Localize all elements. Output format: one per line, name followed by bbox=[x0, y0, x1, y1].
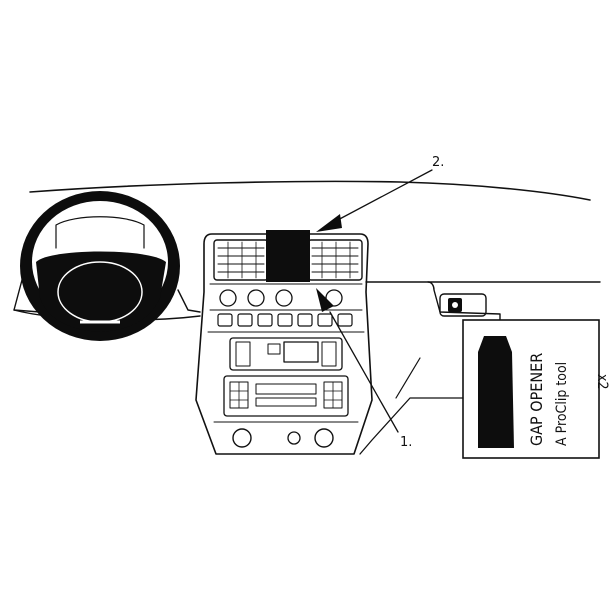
display-unit bbox=[229, 337, 343, 371]
door-switch bbox=[439, 293, 487, 317]
quantity-label: x2 bbox=[594, 374, 610, 389]
callout-2-line bbox=[333, 169, 433, 223]
gap-opener-subtitle: A ProClip tool bbox=[554, 362, 570, 446]
control-knobs-row bbox=[209, 283, 363, 311]
gap-opener-tool-icon bbox=[478, 336, 514, 448]
callout-1-label: 1. bbox=[400, 435, 412, 450]
mount-bracket-icon bbox=[266, 230, 310, 282]
steering-wheel-icon bbox=[20, 191, 180, 341]
dashboard-top-line bbox=[29, 180, 591, 201]
climate-knobs bbox=[213, 421, 359, 448]
callout-1-arrowhead bbox=[316, 288, 334, 312]
air-vent-left bbox=[213, 239, 269, 281]
gap-opener-title: GAP OPENER bbox=[527, 353, 546, 446]
callout-2-arrowhead bbox=[316, 214, 342, 232]
gap-opener-box: GAP OPENER A ProClip tool bbox=[462, 319, 600, 459]
tool-leader-line-secondary bbox=[395, 357, 421, 399]
air-vent-right bbox=[307, 239, 363, 281]
button-row bbox=[207, 313, 365, 333]
center-console-frame bbox=[195, 233, 373, 455]
radio-unit bbox=[223, 375, 349, 417]
callout-1-line bbox=[329, 311, 399, 433]
dash-right-contour bbox=[365, 281, 501, 321]
callout-2-label: 2. bbox=[432, 155, 444, 170]
